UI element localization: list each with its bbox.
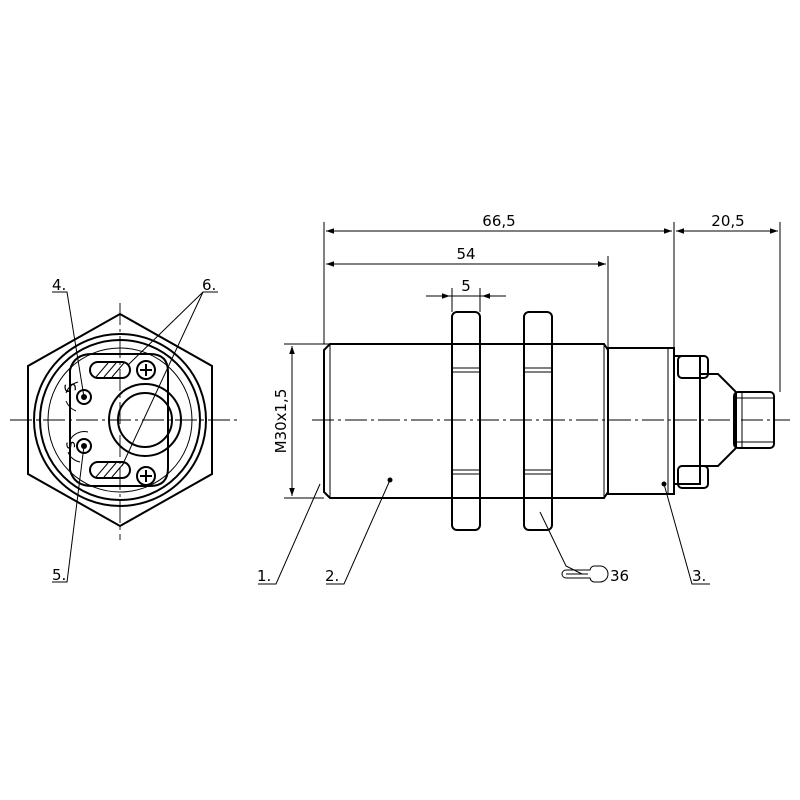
face-ring <box>39 339 201 501</box>
screw-head-icon <box>136 466 156 486</box>
side-view: 66,5 20,5 54 5 M30x1,5 1. 2. 3. <box>257 212 790 585</box>
connector-pin-upper <box>677 355 709 379</box>
callout-leader-4 <box>52 291 85 398</box>
front-view: S s 4. 5. 6. <box>10 276 240 584</box>
mounting-plate <box>69 353 169 487</box>
callout-3: 3. <box>692 567 706 585</box>
callout-leader-2 <box>326 479 391 585</box>
callout-5: 5. <box>52 566 66 584</box>
connector-pin-lower <box>677 465 709 489</box>
dim-nut-width: 5 <box>461 277 471 295</box>
callout-leader-3 <box>663 483 710 585</box>
upper-slot <box>89 361 131 379</box>
threaded-body <box>323 343 609 499</box>
lock-nut-2 <box>523 311 553 531</box>
dim-body-length: 54 <box>456 245 475 263</box>
connector-taper <box>700 373 737 467</box>
sensitivity-mark: S <box>60 382 79 395</box>
callout-leader-1 <box>258 483 321 585</box>
dim-total-length: 66,5 <box>482 212 515 230</box>
callout-leader-5 <box>52 445 85 583</box>
connector-bore-inner <box>117 392 173 448</box>
callout-6: 6. <box>202 276 216 294</box>
wrench-leader <box>539 511 583 575</box>
rear-housing <box>607 347 675 495</box>
screw-head-icon <box>136 360 156 380</box>
m12-connector <box>733 391 775 449</box>
callout-2: 2. <box>325 567 339 585</box>
lower-slot <box>89 461 131 479</box>
callout-1: 1. <box>257 567 271 585</box>
small-mark: s <box>62 440 81 451</box>
wrench-icon <box>561 565 609 583</box>
lock-nut-1 <box>451 311 481 531</box>
outer-ring <box>33 333 207 507</box>
wrench-size: 36 <box>610 567 629 585</box>
inner-face-ring <box>47 347 193 493</box>
dim-thread: M30x1,5 <box>272 389 290 454</box>
callout-leader-6b <box>121 291 204 467</box>
hex-nut-outline <box>27 312 213 528</box>
dim-connector-length: 20,5 <box>711 212 744 230</box>
callout-4: 4. <box>52 276 66 294</box>
connector-bore-outer <box>108 383 182 457</box>
